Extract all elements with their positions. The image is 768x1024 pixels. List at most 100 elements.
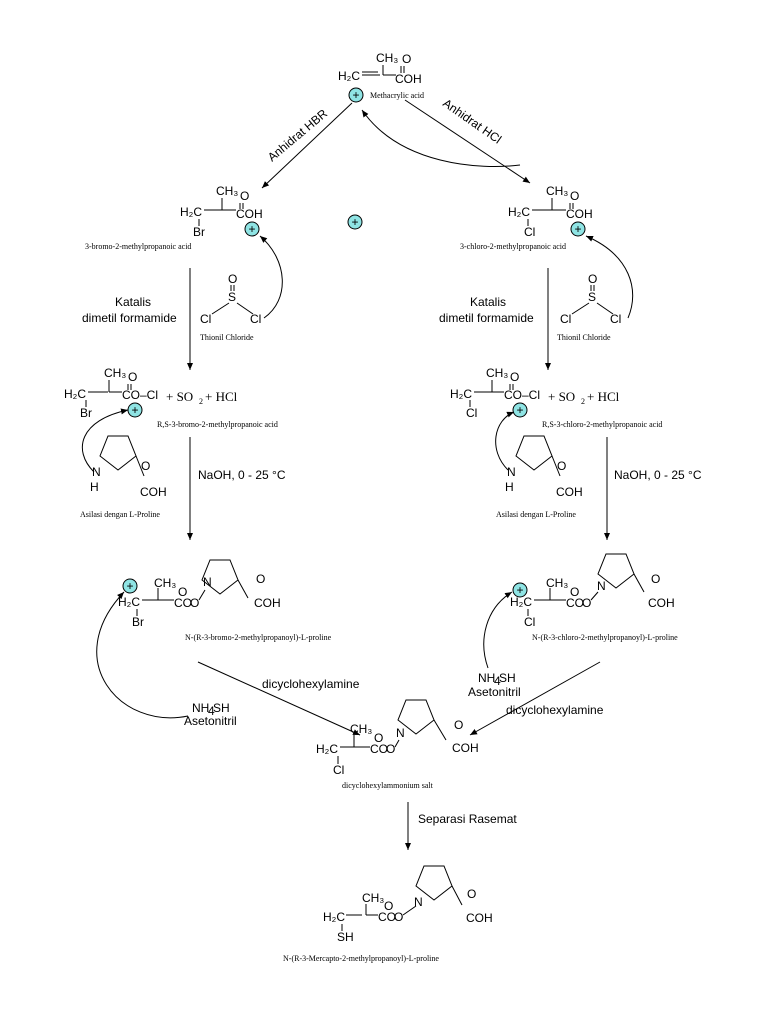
svg-text:COH: COH xyxy=(556,485,583,499)
svg-text:S: S xyxy=(228,290,236,304)
atom-cooh: COH xyxy=(395,72,422,86)
chloro-acyl-chloride: CH₃ O H₂C CO–Cl Cl + SO 2 + HCl xyxy=(450,366,620,420)
svg-text:COH: COH xyxy=(140,485,167,499)
condition-naoh-left: NaOH, 0 - 25 °C xyxy=(198,468,286,482)
condition-katalis-right: Katalis xyxy=(470,295,506,309)
condition-separasi: Separasi Rasemat xyxy=(418,812,517,826)
condition-naoh-right: NaOH, 0 - 25 °C xyxy=(614,468,702,482)
svg-text:CH₃: CH₃ xyxy=(154,576,176,590)
label-chloro-acid: 3-chloro-2-methylpropanoic acid xyxy=(460,242,566,251)
svg-text:Cl: Cl xyxy=(466,406,477,420)
svg-text:+ SO: + SO xyxy=(548,389,575,404)
svg-text:+: + xyxy=(352,88,359,102)
plus-marker: + xyxy=(348,87,364,103)
svg-text:Br: Br xyxy=(132,615,144,629)
svg-text:N: N xyxy=(414,895,423,909)
svg-text:N: N xyxy=(92,465,101,479)
svg-text:H₂C: H₂C xyxy=(450,387,472,401)
svg-text:O: O xyxy=(256,572,265,586)
svg-text:+: + xyxy=(351,215,358,229)
svg-text:CH₃: CH₃ xyxy=(350,722,372,736)
svg-text:CO–Cl: CO–Cl xyxy=(504,388,540,402)
svg-text:O: O xyxy=(141,459,150,473)
plus-marker: + xyxy=(347,214,363,230)
svg-text:H: H xyxy=(505,480,514,494)
label-rs-bromo: R,S-3-bromo-2-methylpropanoic acid xyxy=(157,420,278,429)
svg-text:N: N xyxy=(507,465,516,479)
condition-asetonitril-right: Asetonitril xyxy=(468,685,521,699)
condition-katalis-left: Katalis xyxy=(115,295,151,309)
plus-marker: + xyxy=(512,582,528,598)
arrow-dicyclo-right xyxy=(469,661,601,736)
label-asilasi-left: Asilasi dengan L-Proline xyxy=(80,510,160,519)
arrow-curved-top xyxy=(361,109,521,167)
plus-marker: + xyxy=(127,402,143,418)
arrow-thiolation-left xyxy=(96,591,189,719)
arrow-hcl xyxy=(404,99,531,184)
svg-text:CH₃: CH₃ xyxy=(546,184,568,198)
svg-text:O: O xyxy=(467,887,476,901)
svg-text:H: H xyxy=(90,480,99,494)
svg-text:O: O xyxy=(651,572,660,586)
svg-text:Cl: Cl xyxy=(250,312,261,326)
svg-text:CH₃: CH₃ xyxy=(486,366,508,380)
svg-text:+: + xyxy=(516,583,523,597)
nh4sh-left: NH 4 SH xyxy=(192,701,230,718)
svg-text:O: O xyxy=(128,370,137,384)
svg-text:CO: CO xyxy=(174,596,192,610)
svg-text:H₂C: H₂C xyxy=(323,910,345,924)
svg-text:Cl: Cl xyxy=(200,312,211,326)
condition-dicyclo-left: dicyclohexylamine xyxy=(262,677,360,691)
dicyclohexylammonium-salt: N O COH CH₃ O H₂C CO O Cl xyxy=(316,699,479,777)
label-n-chloro: N-(R-3-chloro-2-methylpropanoyl)-L-proli… xyxy=(532,633,678,642)
plus-marker: + xyxy=(122,578,138,594)
condition-dmf-left: dimetil formamide xyxy=(82,311,177,325)
svg-text:O: O xyxy=(240,189,249,203)
bromo-acyl-chloride: CH₃ O H₂C CO–Cl Br + SO 2 + HCl xyxy=(64,366,238,420)
arrow-hbr xyxy=(261,102,353,189)
svg-text:O: O xyxy=(582,596,591,610)
svg-text:O: O xyxy=(454,718,463,732)
condition-dmf-right: dimetil formamide xyxy=(439,311,534,325)
svg-text:SH: SH xyxy=(213,701,230,715)
condition-asetonitril-left: Asetonitril xyxy=(184,714,237,728)
svg-text:+: + xyxy=(248,222,255,236)
svg-text:O: O xyxy=(394,910,403,924)
atom-ch3: CH₃ xyxy=(376,51,398,65)
svg-text:O: O xyxy=(588,272,597,286)
svg-text:CO–Cl: CO–Cl xyxy=(122,388,158,402)
svg-text:+: + xyxy=(131,403,138,417)
svg-text:CH₃: CH₃ xyxy=(546,576,568,590)
atom-o: O xyxy=(402,52,411,66)
label-salt: dicyclohexylammonium salt xyxy=(342,781,434,790)
arrow-thionyl-right xyxy=(585,235,634,319)
svg-text:+ SO: + SO xyxy=(166,389,193,404)
svg-text:CO: CO xyxy=(378,910,396,924)
thionyl-chloride-right: O S Cl Cl xyxy=(560,272,621,326)
svg-text:COH: COH xyxy=(452,741,479,755)
condition-hbr: Anhidrat HBR xyxy=(265,106,330,164)
svg-text:NH: NH xyxy=(192,701,209,715)
svg-text:COH: COH xyxy=(254,596,281,610)
svg-text:O: O xyxy=(374,731,383,745)
svg-text:CH₃: CH₃ xyxy=(104,366,126,380)
plus-marker: + xyxy=(512,402,528,418)
svg-text:CH₃: CH₃ xyxy=(216,184,238,198)
svg-text:4: 4 xyxy=(494,674,501,688)
svg-text:+: + xyxy=(574,222,581,236)
svg-text:COH: COH xyxy=(236,207,263,221)
svg-text:Br: Br xyxy=(80,406,92,420)
svg-text:O: O xyxy=(386,742,395,756)
svg-text:Cl: Cl xyxy=(524,225,535,239)
svg-text:Cl: Cl xyxy=(524,615,535,629)
arrow-acylation-left xyxy=(81,408,129,473)
svg-text:O: O xyxy=(384,899,393,913)
label-n-bromo: N-(R-3-bromo-2-methylpropanoyl)-L-prolin… xyxy=(185,633,332,642)
svg-text:O: O xyxy=(228,272,237,286)
bromo-acid-structure: CH₃ O H₂C COH Br xyxy=(180,184,263,239)
svg-text:O: O xyxy=(557,459,566,473)
svg-text:2: 2 xyxy=(199,397,203,406)
atom-h2c: H₂C xyxy=(338,69,360,83)
svg-text:+: + xyxy=(126,579,133,593)
